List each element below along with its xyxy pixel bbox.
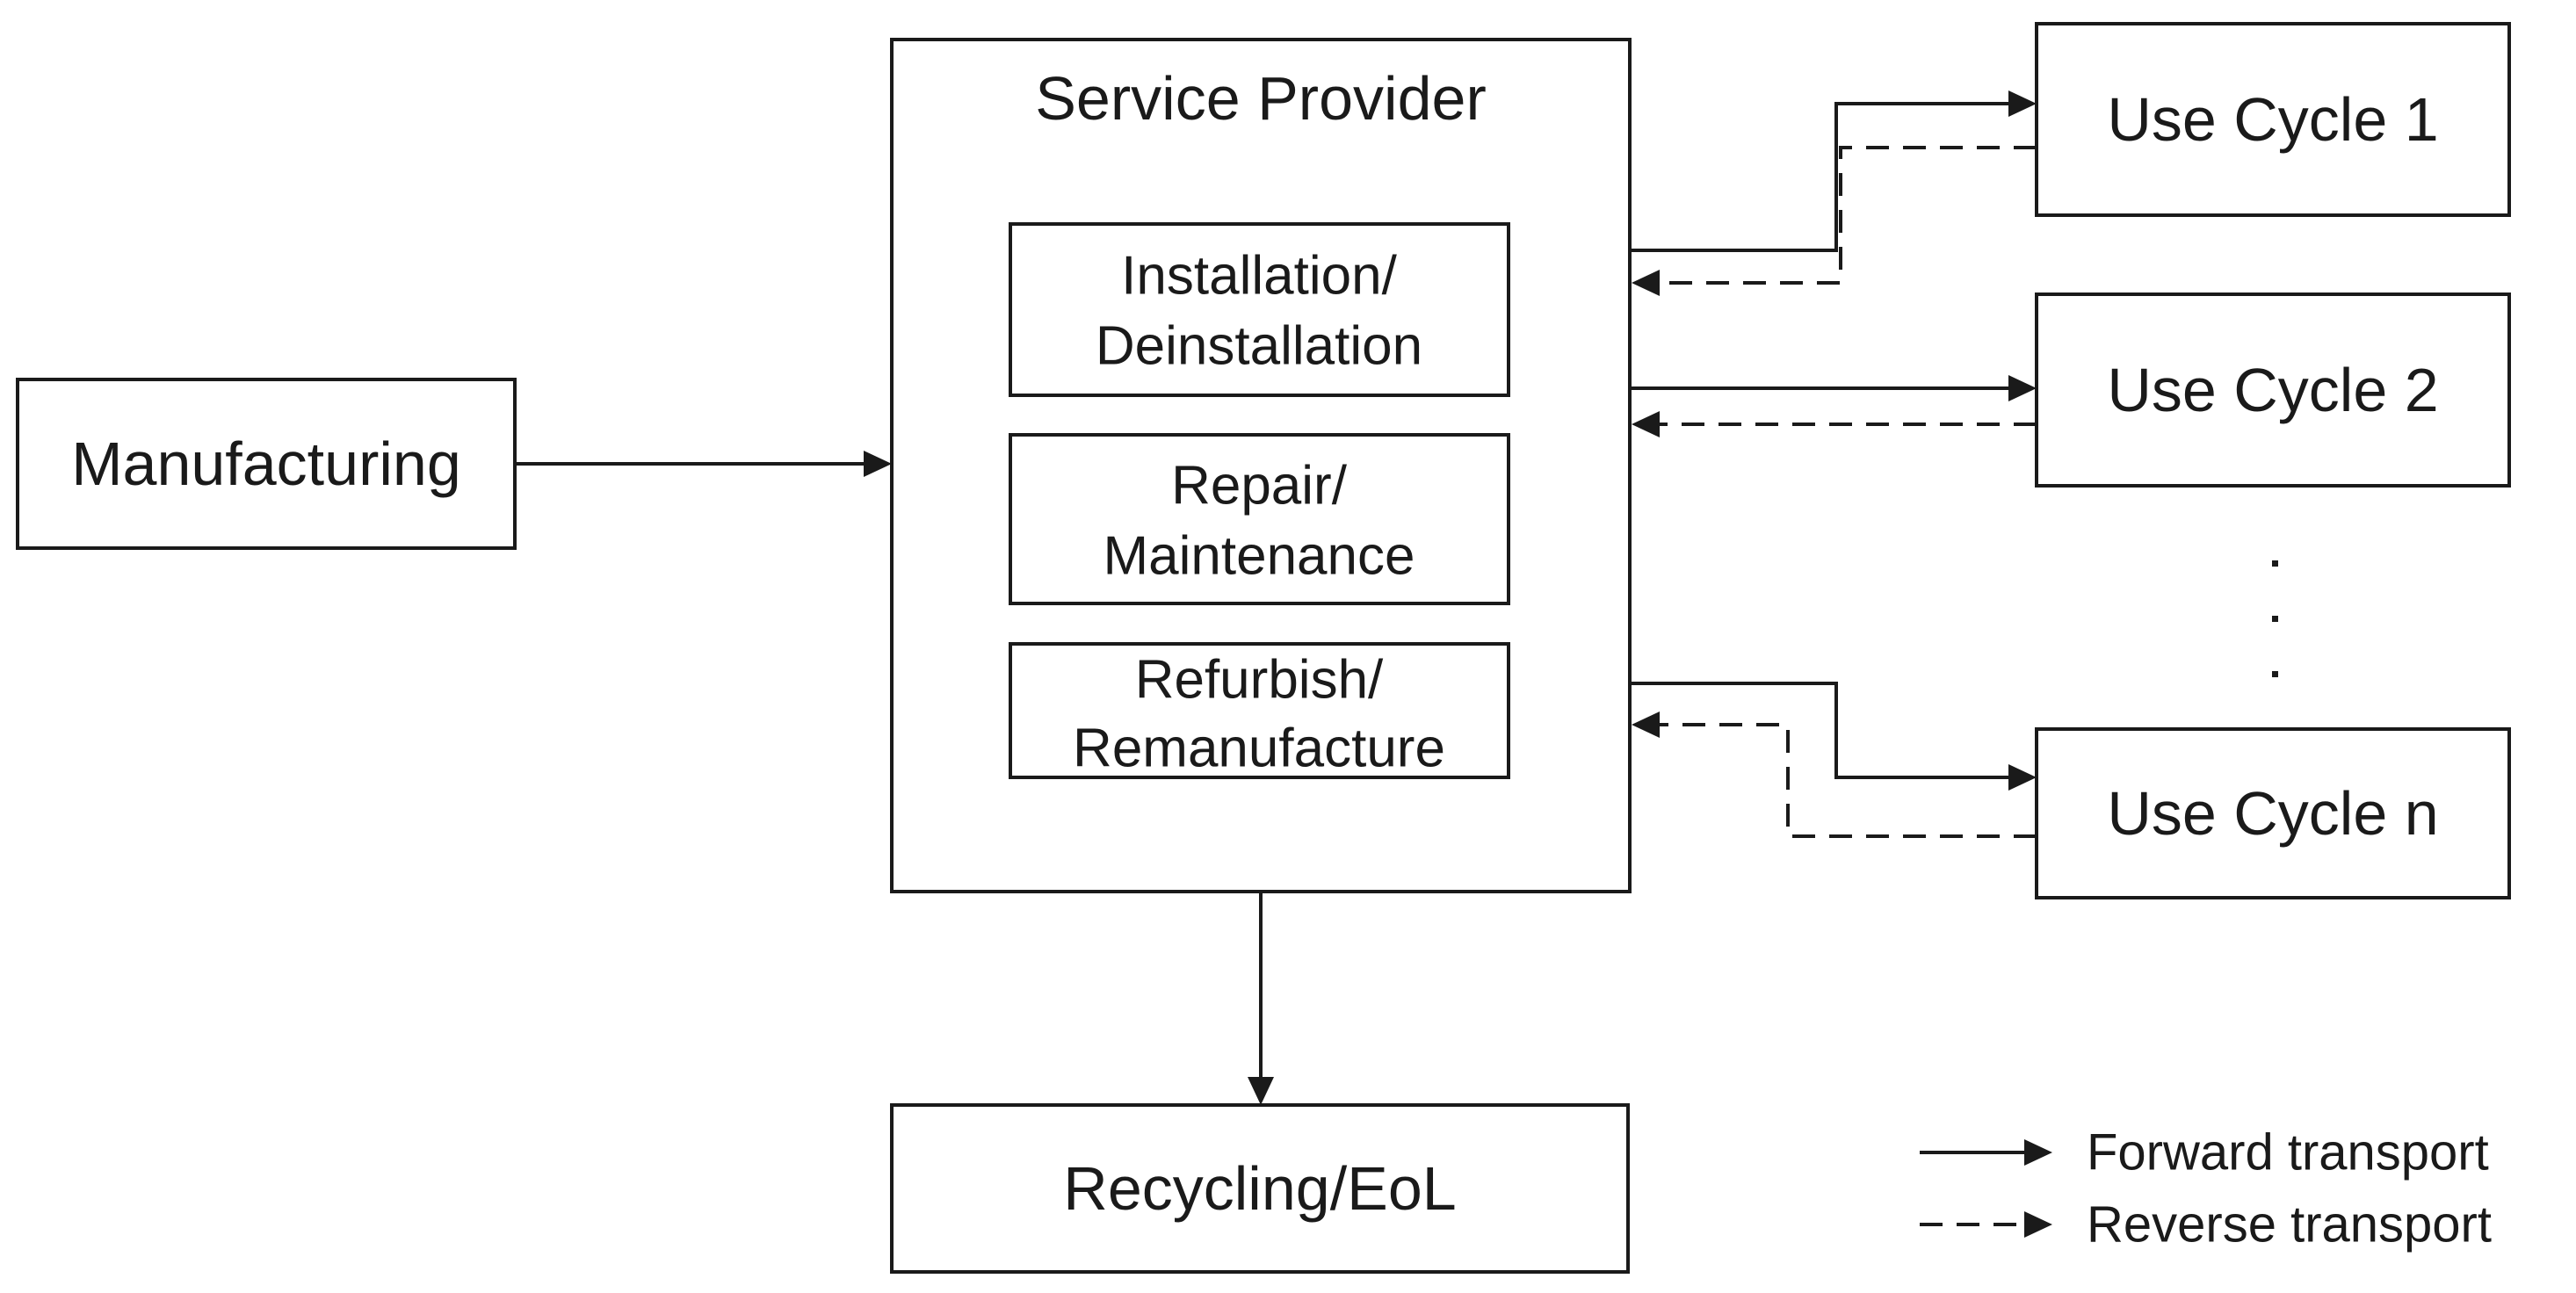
arrow-reverse-from-use-cycle-n bbox=[1632, 712, 2037, 838]
use-cycle-2-label: Use Cycle 2 bbox=[2107, 356, 2438, 424]
arrow-forward-to-use-cycle-1 bbox=[1630, 90, 2037, 252]
arrow-forward-to-use-cycle-n bbox=[1630, 682, 2037, 791]
service-provider-label: Service Provider bbox=[1035, 64, 1487, 133]
use-cycle-2-node: Use Cycle 2 bbox=[2035, 293, 2511, 488]
recycling-node: Recycling/EoL bbox=[890, 1103, 1630, 1274]
use-cycle-n-label: Use Cycle n bbox=[2107, 779, 2438, 848]
arrow-reverse-from-use-cycle-1 bbox=[1632, 146, 2037, 296]
arrow-service-to-recycling bbox=[1248, 892, 1274, 1105]
installation-label-line1: Installation/ bbox=[1121, 246, 1397, 307]
ellipsis-dots bbox=[2272, 560, 2278, 677]
recycling-label: Recycling/EoL bbox=[1063, 1154, 1456, 1223]
refurbish-label-line2: Remanufacture bbox=[1073, 719, 1445, 779]
legend-reverse-label: Reverse transport bbox=[2087, 1196, 2492, 1253]
manufacturing-node: Manufacturing bbox=[16, 378, 517, 550]
arrow-reverse-from-use-cycle-2 bbox=[1632, 411, 2037, 437]
repair-node: Repair/ Maintenance bbox=[1009, 433, 1510, 605]
use-cycle-1-node: Use Cycle 1 bbox=[2035, 22, 2511, 217]
use-cycle-n-node: Use Cycle n bbox=[2035, 727, 2511, 899]
legend: Forward transport Reverse transport bbox=[1920, 1124, 2492, 1253]
installation-label-line2: Deinstallation bbox=[1096, 316, 1422, 377]
use-cycle-1-label: Use Cycle 1 bbox=[2107, 85, 2438, 154]
arrow-forward-to-use-cycle-2 bbox=[1630, 375, 2037, 401]
legend-forward: Forward transport bbox=[1920, 1124, 2489, 1181]
manufacturing-label: Manufacturing bbox=[71, 430, 461, 498]
arrow-manufacturing-to-service bbox=[515, 451, 892, 477]
installation-node: Installation/ Deinstallation bbox=[1009, 222, 1510, 397]
legend-reverse: Reverse transport bbox=[1920, 1196, 2492, 1253]
refurbish-label-line1: Refurbish/ bbox=[1135, 650, 1384, 711]
refurbish-node: Refurbish/ Remanufacture bbox=[1009, 642, 1510, 779]
repair-label-line2: Maintenance bbox=[1103, 526, 1415, 587]
legend-forward-label: Forward transport bbox=[2087, 1124, 2489, 1181]
repair-label-line1: Repair/ bbox=[1171, 456, 1348, 516]
